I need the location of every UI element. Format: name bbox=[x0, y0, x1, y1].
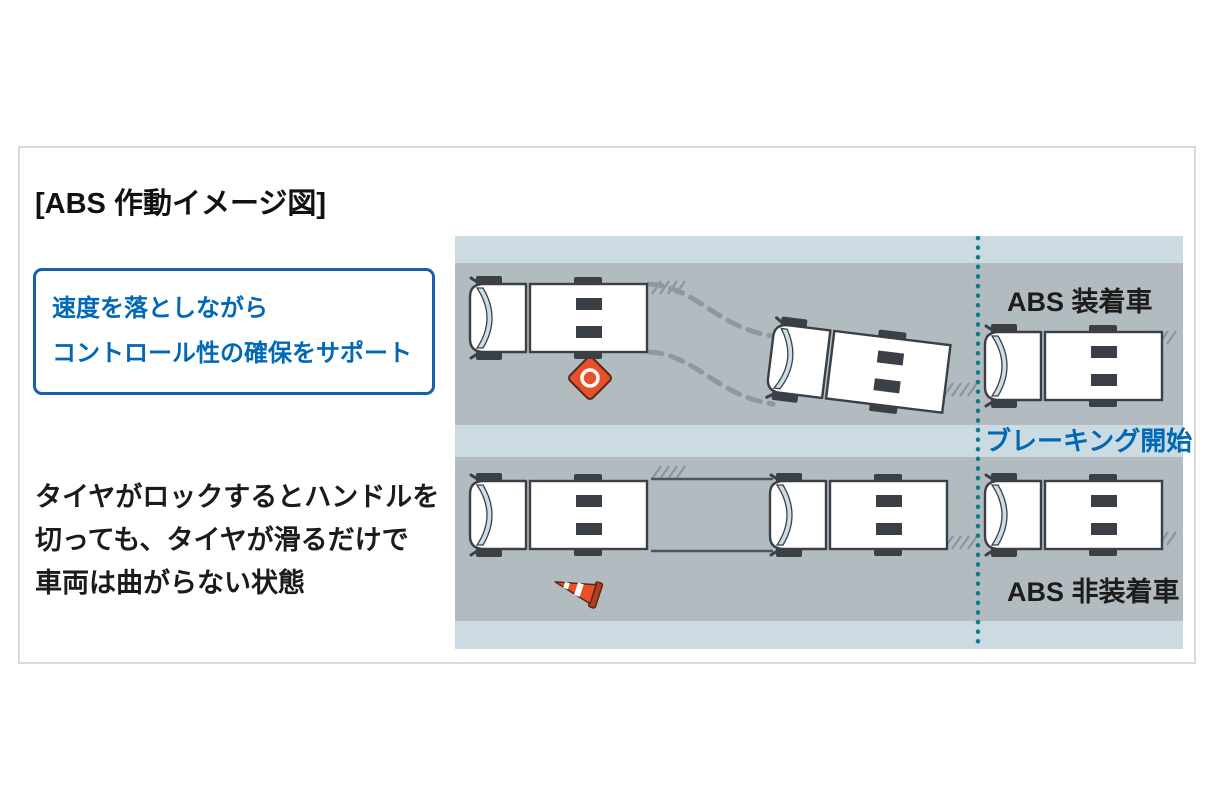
swerve-path-upper bbox=[646, 281, 776, 339]
shoulder-strip-top bbox=[455, 236, 1183, 263]
truck-no-abs-start bbox=[983, 471, 1164, 559]
truck-no-abs-final bbox=[468, 471, 649, 559]
truck-no-abs-sliding bbox=[768, 471, 949, 559]
description-line-3: 車両は曲がらない状態 bbox=[35, 568, 305, 598]
callout-line-2: コントロール性の確保をサポート bbox=[52, 340, 412, 367]
label-abs-not-equipped: ABS 非装着車 bbox=[1007, 577, 1180, 607]
shoulder-strip-bottom bbox=[455, 621, 1183, 649]
abs-diagram-graphic bbox=[455, 236, 1183, 649]
abs-callout-box: 速度を落としながら コントロール性の確保をサポート bbox=[33, 268, 435, 395]
page-title: [ABS 作動イメージ図] bbox=[35, 188, 327, 220]
description-line-1: タイヤがロックするとハンドルを bbox=[35, 482, 440, 512]
no-abs-description: タイヤがロックするとハンドルを 切っても、タイヤが滑るだけで 車両は曲がらない状… bbox=[35, 476, 439, 605]
diagram-area: ABS 装着車 ブレーキング開始 ABS 非装着車 bbox=[455, 236, 1192, 649]
truck-abs-final bbox=[468, 274, 649, 362]
traffic-cone-tipped-icon bbox=[554, 581, 604, 609]
traffic-cone-top-icon bbox=[568, 356, 612, 400]
swerve-path-lower bbox=[646, 349, 776, 407]
truck-abs-start bbox=[983, 322, 1164, 410]
skid-marks bbox=[651, 477, 773, 553]
callout-line-1: 速度を落としながら bbox=[52, 295, 268, 322]
description-line-2: 切っても、タイヤが滑るだけで bbox=[35, 525, 409, 555]
label-abs-equipped: ABS 装着車 bbox=[1007, 287, 1153, 317]
abs-diagram-card: [ABS 作動イメージ図] 速度を落としながら コントロール性の確保をサポート … bbox=[18, 146, 1196, 664]
shoulder-strip-middle bbox=[455, 425, 1183, 457]
label-braking-start: ブレーキング開始 bbox=[985, 426, 1193, 456]
